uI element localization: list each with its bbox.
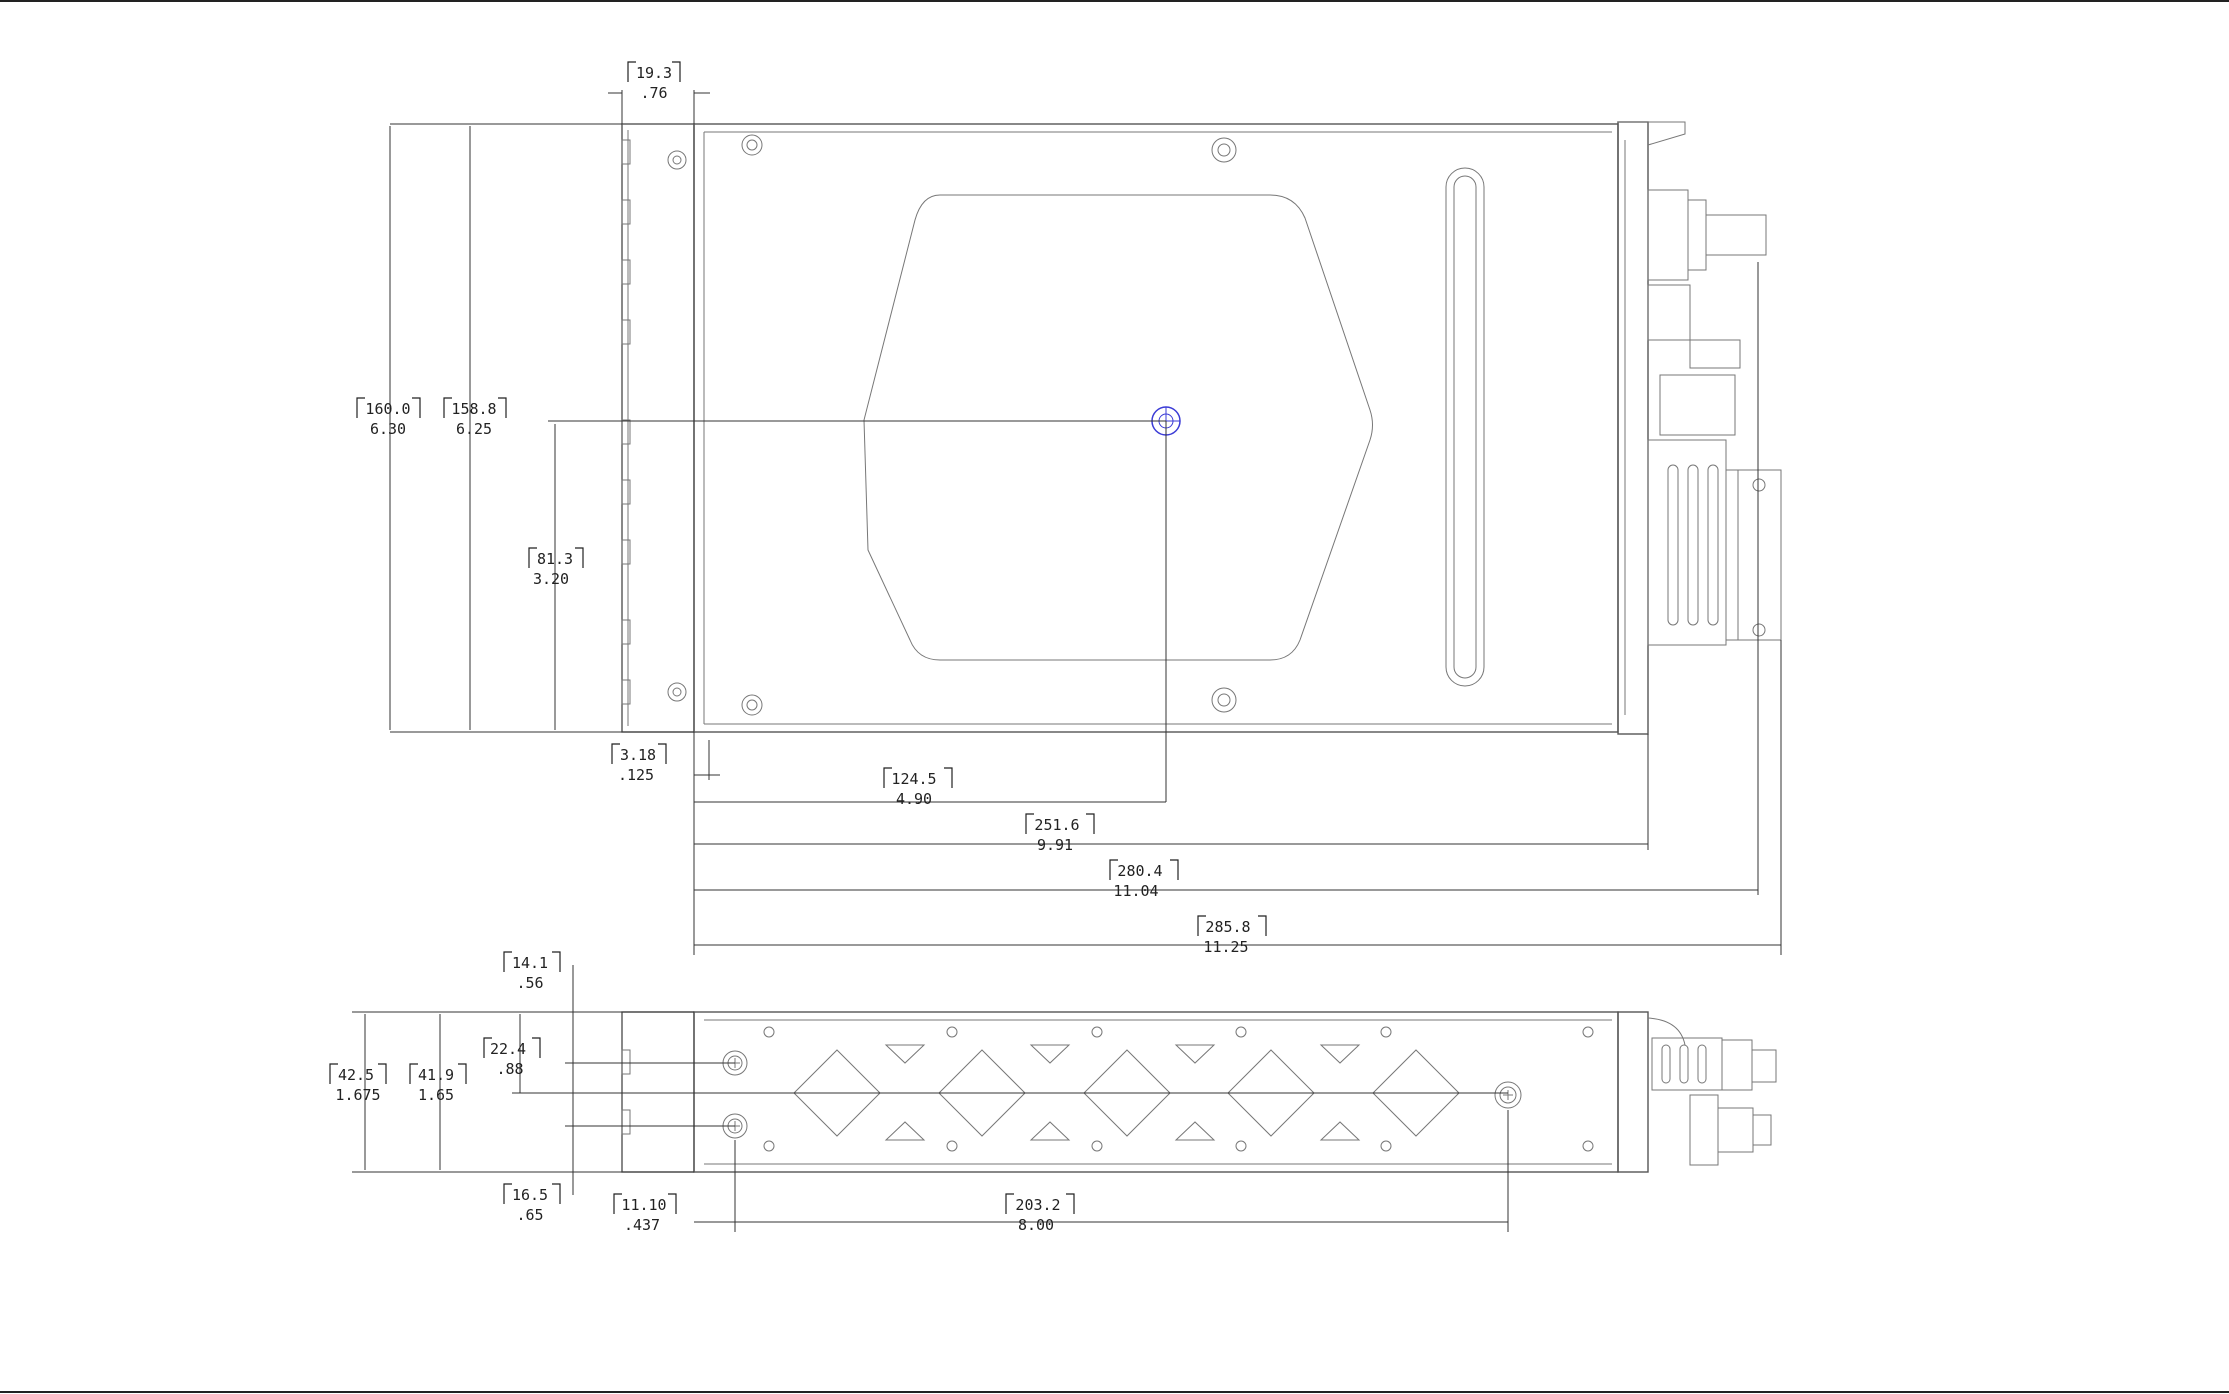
dimension-label: 16.5 .65 <box>504 1184 560 1224</box>
mounting-bracket <box>1726 470 1781 640</box>
dimension-label: 280.4 11.04 <box>1110 860 1178 900</box>
dimension-mm: 160.0 <box>365 400 410 418</box>
vent-slot <box>1446 168 1484 686</box>
dimension-label: 3.18 .125 <box>612 744 666 784</box>
dimension-mm: 11.10 <box>621 1196 666 1214</box>
dimension-inch: .437 <box>624 1216 660 1234</box>
dimension-label: 22.4 .88 <box>484 1038 540 1078</box>
dimension-label: 11.10 .437 <box>614 1194 676 1234</box>
dimension-mm: 81.3 <box>537 550 573 568</box>
side-bnc-connector <box>1752 1050 1776 1082</box>
dimension-label: 81.3 3.20 <box>529 548 583 588</box>
dimension-inch: 8.00 <box>1018 1216 1054 1234</box>
dimension-mm: 19.3 <box>636 64 672 82</box>
body-screw <box>742 695 762 715</box>
dimension-inch: .65 <box>516 1206 543 1224</box>
dimension-label: 158.8 6.25 <box>444 398 506 438</box>
dimension-mm: 251.6 <box>1034 816 1079 834</box>
dimension-inch: 3.20 <box>533 570 569 588</box>
body-screw <box>1212 138 1236 162</box>
rear-flange <box>1618 122 1648 734</box>
top-view <box>622 122 1781 734</box>
dimension-inch: 11.04 <box>1113 882 1158 900</box>
dimension-mm: 285.8 <box>1205 918 1250 936</box>
side-rear-flange <box>1618 1012 1648 1172</box>
side-view <box>622 1012 1776 1172</box>
dimension-mm: 14.1 <box>512 954 548 972</box>
dimension-label: 160.0 6.30 <box>357 398 420 438</box>
power-connector <box>1648 440 1726 645</box>
dimension-inch: 6.25 <box>456 420 492 438</box>
chassis-body <box>694 124 1618 732</box>
dimension-inch: 11.25 <box>1203 938 1248 956</box>
panel-screw-top <box>668 151 686 169</box>
dimension-inch: 9.91 <box>1037 836 1073 854</box>
dimension-mm: 203.2 <box>1015 1196 1060 1214</box>
dimension-inch: 1.675 <box>335 1086 380 1104</box>
bnc-connector-nut <box>1648 190 1688 280</box>
dimension-mm: 42.5 <box>338 1066 374 1084</box>
dimension-label: 19.3 .76 <box>628 62 680 102</box>
dimension-mm: 158.8 <box>451 400 496 418</box>
label-recess <box>864 195 1373 660</box>
dimension-inch: .125 <box>618 766 654 784</box>
dimension-mm: 22.4 <box>490 1040 526 1058</box>
power-connector-block <box>1660 375 1735 435</box>
dimension-mm: 124.5 <box>891 770 936 788</box>
dimension-inch: .88 <box>496 1060 523 1078</box>
bnc-connector <box>1706 215 1766 255</box>
dimension-inch: .76 <box>640 84 667 102</box>
body-screw <box>742 135 762 155</box>
dimension-mm: 280.4 <box>1117 862 1162 880</box>
dimension-label: 14.1 .56 <box>504 952 560 992</box>
dimension-label: 203.2 8.00 <box>1006 1194 1074 1234</box>
dimension-inch: 6.30 <box>370 420 406 438</box>
dimension-mm: 3.18 <box>620 746 656 764</box>
rear-terminal <box>1648 285 1690 340</box>
dimension-inch: 1.65 <box>418 1086 454 1104</box>
body-screw <box>1212 688 1236 712</box>
panel-screw-bottom <box>668 683 686 701</box>
rear-flange-tab <box>1618 122 1685 145</box>
dimension-label: 251.6 9.91 <box>1026 814 1094 854</box>
dimension-mm: 41.9 <box>418 1066 454 1084</box>
dimension-inch: 4.90 <box>896 790 932 808</box>
dimension-lines <box>352 90 1781 1232</box>
side-bnc-nut <box>1690 1095 1718 1165</box>
dimension-label: 41.9 1.65 <box>410 1064 466 1104</box>
side-front-panel <box>622 1012 694 1172</box>
dimension-label: 285.8 11.25 <box>1198 916 1266 956</box>
front-panel <box>622 124 694 732</box>
front-panel-knobs <box>622 140 630 704</box>
side-chassis <box>694 1012 1618 1172</box>
dimension-inch: .56 <box>516 974 543 992</box>
dimension-label: 42.5 1.675 <box>330 1064 386 1104</box>
dimension-mm: 16.5 <box>512 1186 548 1204</box>
